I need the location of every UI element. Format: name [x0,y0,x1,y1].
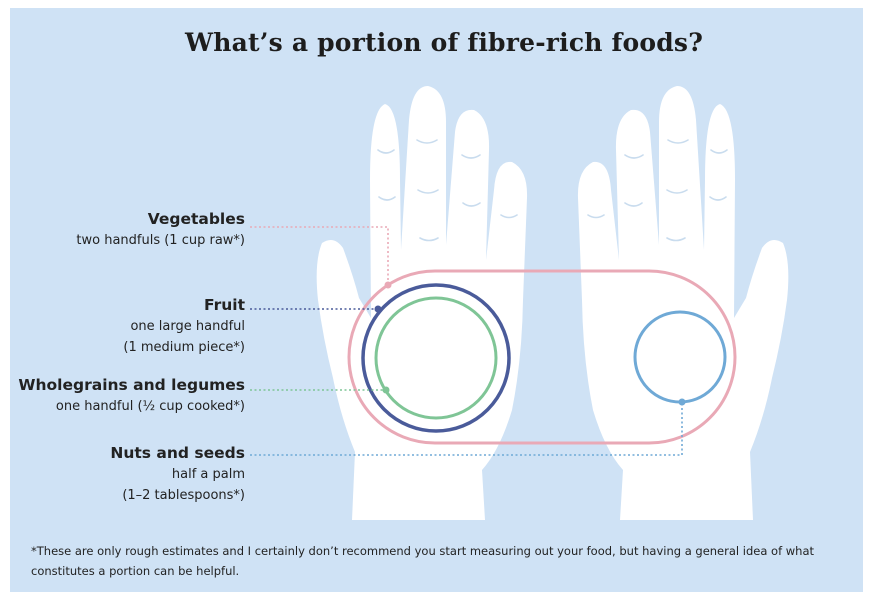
wholegrains-circle [374,296,498,420]
vegetables-outline [347,269,737,445]
finger-creases [377,139,728,242]
vegetables-dot [384,281,392,289]
label-vegetables-name: Vegetables [147,210,245,228]
label-wholegrains-detail: one handful (½ cup cooked*) [55,399,245,414]
label-nuts-detail-2: (1–2 tablespoons*) [122,488,245,503]
right-hand [577,86,789,520]
label-wholegrains-name: Wholegrains and legumes [18,376,245,394]
page-title: What’s a portion of fibre-rich foods? [184,28,704,57]
label-nuts-detail-1: half a palm [171,467,245,482]
label-fruit-name: Fruit [204,296,245,314]
label-vegetables: Vegetables two handfuls (1 cup raw*) [76,208,245,251]
label-fruit-detail-2: (1 medium piece*) [123,340,245,355]
fruit-dot [374,305,382,313]
label-nuts: Nuts and seeds half a palm (1–2 tablespo… [110,442,245,506]
label-fruit: Fruit one large handful (1 medium piece*… [123,294,245,358]
nuts-leader [250,402,683,456]
nuts-dot [678,398,686,406]
fruit-circle [361,283,511,433]
label-nuts-name: Nuts and seeds [110,444,245,462]
label-vegetables-detail: two handfuls (1 cup raw*) [76,233,245,248]
footnote: *These are only rough estimates and I ce… [31,544,815,578]
wholegrains-dot [382,386,390,394]
label-fruit-detail-1: one large handful [130,319,245,334]
vegetables-leader [250,226,389,283]
label-wholegrains: Wholegrains and legumes one handful (½ c… [18,374,245,417]
